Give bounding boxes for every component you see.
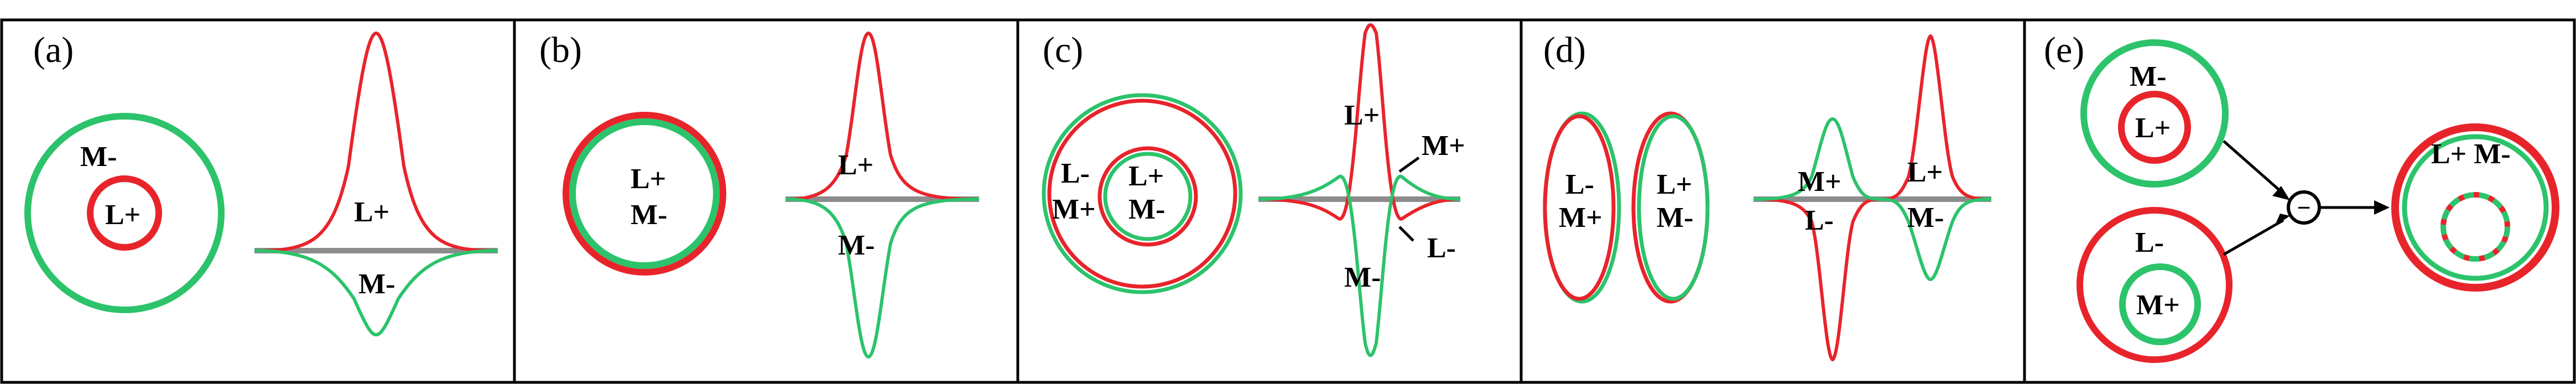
panel-e-top-surround-circle	[2080, 39, 2229, 188]
panel-b: (b) L+ M- L+ M-	[539, 30, 980, 359]
panel-a-surround-circle	[24, 113, 225, 313]
panel-c-center-line2: M-	[1128, 194, 1165, 225]
panel-c-m-pos-pointer	[1398, 156, 1420, 173]
panel-e-bottom-outer-label: L-	[2135, 227, 2164, 258]
panel-e-bottom-surround-circle	[2077, 207, 2232, 363]
panel-a-frame	[0, 18, 516, 384]
panel-a-surround-label: M-	[80, 141, 117, 173]
panel-e-bottom-arrow	[2223, 219, 2284, 256]
panel-c-l-neg-pointer	[1398, 226, 1414, 242]
panel-c-center-line1: L+	[1128, 160, 1164, 192]
panel-a-curve-neg-label: M-	[358, 268, 395, 300]
panel-e-top-inner-label: L+	[2135, 112, 2171, 144]
panel-c-curve-m-pos-label: M+	[1422, 130, 1465, 162]
panel-b-curve-pos-label: L+	[838, 149, 873, 181]
panel-a-center-circle	[87, 175, 162, 251]
panel-e-frame	[2023, 18, 2576, 384]
panel-e-result-label: L+ M-	[2431, 138, 2511, 170]
panel-c-outer-red-circle	[1047, 98, 1237, 289]
panel-b-green-circle	[569, 118, 720, 269]
panel-d-curve-right-top-label: L+	[1907, 157, 1943, 188]
panel-e-top-arrowhead	[2272, 186, 2290, 200]
panel-c-label: (c)	[1043, 30, 1083, 70]
panel-c-ring-line2: M+	[1052, 194, 1096, 225]
panel-d-curve-left-top-label: M+	[1798, 166, 1841, 198]
panel-b-red-curve	[785, 31, 980, 201]
panel-c: (c) L- M+ L+ M- L+ M+ L- M-	[1042, 23, 1465, 357]
panel-c-inner-green-circle	[1103, 152, 1193, 241]
panel-e-output-arrowhead	[2374, 200, 2390, 215]
panel-c-curve-l-pos-label: L+	[1344, 100, 1380, 131]
panel-e-bottom-inner-label: M+	[2136, 289, 2180, 321]
panel-a-surround-curve	[254, 249, 498, 337]
panel-e-subtract-operator	[2287, 190, 2321, 225]
panel-a-center-curve	[254, 31, 498, 252]
panel-e-top-arrow	[2223, 140, 2284, 195]
panel-b-curve-neg-label: M-	[838, 230, 875, 261]
panel-e-top-center-circle	[2118, 91, 2191, 164]
panel-d-label: (d)	[1543, 30, 1586, 70]
panel-c-ring-line1: L-	[1061, 158, 1090, 189]
panel-e-label: (e)	[2044, 30, 2084, 70]
panel-d-left-line2: M+	[1559, 202, 1602, 233]
panel-e-bottom-arrowhead	[2275, 214, 2290, 226]
panel-d-left-red-ellipse	[1543, 114, 1616, 301]
panel-d-curve-left-bottom-label: L-	[1805, 205, 1834, 236]
panel-e-result-green-surround	[2402, 134, 2549, 281]
panel-e: (e) M- L+ L- M+ − L+ M-	[2044, 30, 2559, 363]
panel-a: (a) M- L+ L+ M-	[24, 30, 498, 337]
panel-d-right-line2: M-	[1657, 202, 1693, 233]
panel-e-result-red-surround	[2391, 123, 2559, 292]
panel-b-center-line1: L+	[631, 163, 666, 195]
panel-c-outer-green-circle	[1042, 93, 1243, 294]
panel-c-green-curve	[1258, 174, 1461, 357]
panel-e-result-red-center	[2440, 192, 2510, 262]
panel-c-curve-l-neg-label: L-	[1427, 232, 1456, 264]
panel-b-label: (b)	[539, 30, 582, 70]
panel-e-top-outer-label: M-	[2130, 61, 2166, 92]
panel-e-operator-symbol: −	[2297, 194, 2310, 221]
panel-a-center-label: L+	[105, 199, 140, 231]
panel-d-right-line1: L+	[1657, 169, 1692, 200]
panel-c-curve-m-neg-label: M-	[1344, 262, 1381, 293]
panel-d: (d) L- M+ L+ M- M+ L- L+ M-	[1543, 30, 1992, 362]
panel-a-label: (a)	[33, 30, 74, 70]
panel-d-right-green-ellipse	[1637, 114, 1710, 301]
panel-c-red-curve	[1258, 23, 1461, 221]
panel-b-center-line2: M-	[631, 199, 667, 231]
panel-d-left-line1: L-	[1565, 169, 1594, 200]
panel-a-curve-pos-label: L+	[354, 196, 389, 228]
panel-c-inner-red-circle	[1097, 146, 1198, 247]
panel-b-red-circle	[563, 112, 726, 276]
panel-e-bottom-center-circle	[2119, 263, 2201, 345]
panel-d-green-curve	[1753, 117, 1992, 282]
panel-b-green-curve	[785, 198, 980, 359]
panel-d-curve-right-bottom-label: M-	[1907, 202, 1944, 233]
